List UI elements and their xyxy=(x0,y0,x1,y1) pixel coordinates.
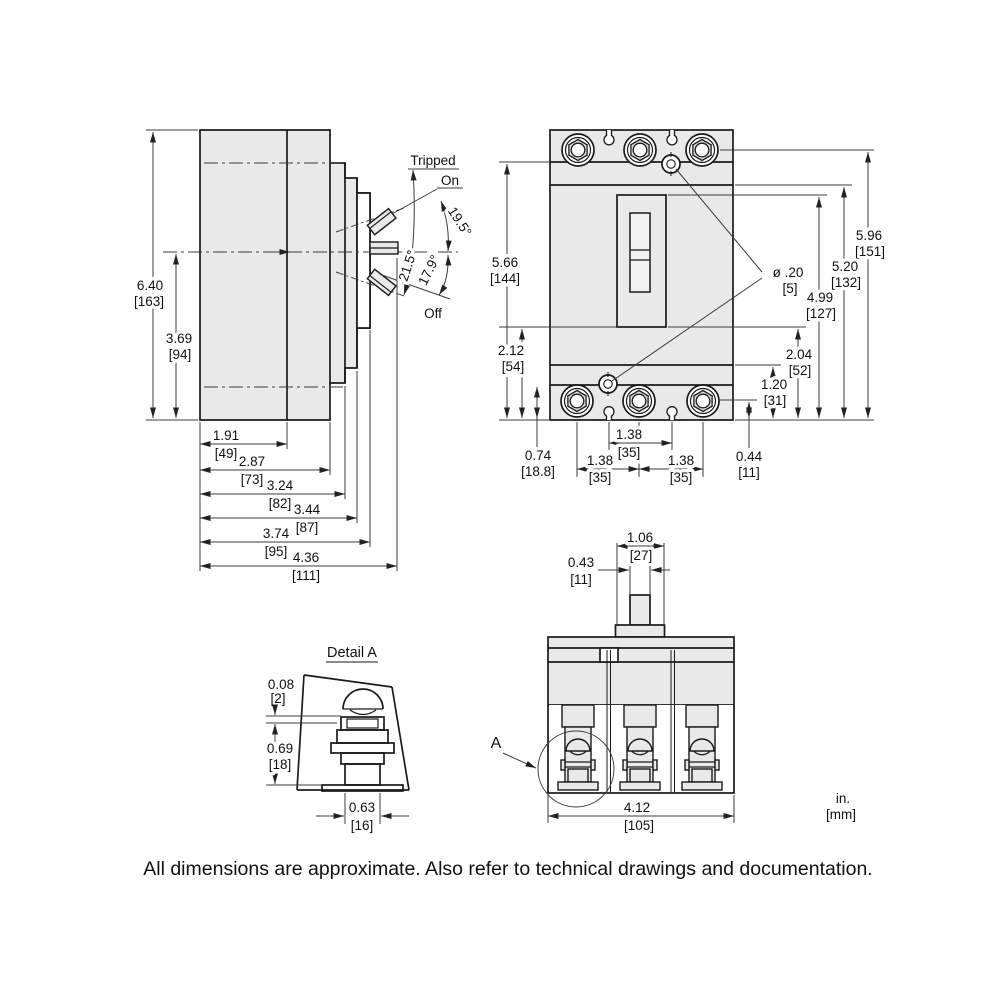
dim-overall-height-mm: [151] xyxy=(855,244,885,259)
dim-side-height-mm: [163] xyxy=(134,294,164,309)
breaker-handle-on-position xyxy=(369,241,399,255)
dim-body-height-in: 5.66 xyxy=(492,255,518,270)
dim-height-31-mm: [31] xyxy=(764,393,787,408)
terminal-lug xyxy=(685,133,719,167)
dim-depth5-mm: [95] xyxy=(265,544,288,559)
dim-height-132-mm: [132] xyxy=(831,275,861,290)
dim-lug-edge-offset-mm: [11] xyxy=(738,465,760,480)
dim-height-127-mm: [127] xyxy=(806,306,836,321)
footnote: All dimensions are approximate. Also ref… xyxy=(143,858,872,880)
terminal-lug xyxy=(622,384,656,418)
units-inches-label: in. xyxy=(836,791,850,806)
terminal-lug xyxy=(686,384,720,418)
dim-height-52-mm: [52] xyxy=(789,363,812,378)
dim-handle-base-in: 1.06 xyxy=(627,530,653,545)
detail-a-callout-circle xyxy=(537,730,615,808)
dim-depth6-mm: [111] xyxy=(292,568,320,583)
dim-lug-pitch-left-in: 1.38 xyxy=(587,453,613,468)
side-view: Tripped On Off 19.5° 21.5° 17.9° 6.40 [1… xyxy=(130,129,478,587)
handle-on-label: On xyxy=(441,173,459,188)
handle-escutcheon xyxy=(356,192,371,329)
dim-handle-tip-in: 0.43 xyxy=(568,555,594,570)
dim-handle-base-mm: [27] xyxy=(630,548,653,563)
dim-depth5-in: 3.74 xyxy=(263,526,290,541)
dim-side-center-height-in: 3.69 xyxy=(166,331,192,346)
dim-head-gap-mm: [2] xyxy=(270,691,285,706)
handle-tip-bottom-view xyxy=(629,594,651,626)
dim-lug-pitch-right-mm: [35] xyxy=(670,470,693,485)
dim-height-52-in: 2.04 xyxy=(786,347,813,362)
detail-a-title: Detail A xyxy=(327,645,377,661)
dim-lug-width-mm: [16] xyxy=(351,818,374,833)
dim-height-132-in: 5.20 xyxy=(832,259,858,274)
dim-depth1-in: 1.91 xyxy=(213,428,239,443)
dim-lower-section-in: 2.12 xyxy=(498,343,524,358)
dim-overall-width-mm: [105] xyxy=(624,818,654,833)
handle-off-label: Off xyxy=(424,306,442,321)
terminal-lug xyxy=(560,384,594,418)
detail-a-view: Detail A 0.08 [2] 0.69 [18] xyxy=(263,645,410,837)
breaker-handle-tripped-position xyxy=(366,207,397,236)
dim-strip-height-mm: [18.8] xyxy=(521,464,555,479)
dim-lug-pitch-right-in: 1.38 xyxy=(668,453,694,468)
front-view: ø .20 [5] 5.66 [144] 2.12 [54] 0.74 [18.… xyxy=(486,129,889,489)
dim-depth3-in: 3.24 xyxy=(267,478,294,493)
detail-a-callout-label: A xyxy=(491,735,502,752)
handle-tripped-label: Tripped xyxy=(410,153,455,168)
terminal-lug xyxy=(561,133,595,167)
breaker-handle-off-position xyxy=(366,268,397,297)
handle-base-bottom-view xyxy=(614,624,666,638)
breaker-handle-front xyxy=(629,212,651,293)
dim-head-gap-in: 0.08 xyxy=(268,677,294,692)
dim-depth2-mm: [73] xyxy=(241,472,264,487)
units-mm-label: [mm] xyxy=(826,807,856,822)
dim-lug-edge-offset-in: 0.44 xyxy=(736,449,763,464)
dim-clamp-depth-mm: [18] xyxy=(269,757,292,772)
dim-depth1-mm: [49] xyxy=(215,446,238,461)
dim-hole-dia-mm: [5] xyxy=(782,281,797,296)
handle-recess xyxy=(616,194,667,328)
dim-side-height-in: 6.40 xyxy=(137,278,163,293)
dim-handle-tip-mm: [11] xyxy=(570,572,592,587)
dim-depth2-in: 2.87 xyxy=(239,454,265,469)
dim-hole-dia-in: ø .20 xyxy=(773,265,804,280)
dim-overall-height-in: 5.96 xyxy=(856,228,882,243)
dim-depth4-in: 3.44 xyxy=(294,502,321,517)
dim-side-center-height-mm: [94] xyxy=(169,347,192,362)
dim-depth6-in: 4.36 xyxy=(293,550,319,565)
dim-strip-height-in: 0.74 xyxy=(525,448,552,463)
dim-lug-pitch-left-mm: [35] xyxy=(589,470,612,485)
angle-19-5: 19.5° xyxy=(445,204,475,239)
dim-body-height-mm: [144] xyxy=(490,271,520,286)
dim-height-31-in: 1.20 xyxy=(761,377,787,392)
dim-lower-section-mm: [54] xyxy=(502,359,525,374)
dim-lug-width-in: 0.63 xyxy=(349,800,375,815)
dim-depth3-mm: [82] xyxy=(269,496,292,511)
terminal-lug xyxy=(623,133,657,167)
dim-notch-pitch-mm: [35] xyxy=(618,445,641,460)
lug-cross-section xyxy=(321,688,404,792)
angle-17-9: 17.9° xyxy=(415,252,442,287)
dim-notch-pitch-in: 1.38 xyxy=(616,427,642,442)
handle-slot xyxy=(599,647,619,663)
dim-clamp-depth-in: 0.69 xyxy=(267,741,293,756)
bottom-view: A 1.06 [27] 0.43 [11] 4.12 [105] xyxy=(491,527,735,837)
dim-depth4-mm: [87] xyxy=(296,520,319,535)
dim-height-127-in: 4.99 xyxy=(807,290,833,305)
dim-overall-width-in: 4.12 xyxy=(624,800,650,815)
